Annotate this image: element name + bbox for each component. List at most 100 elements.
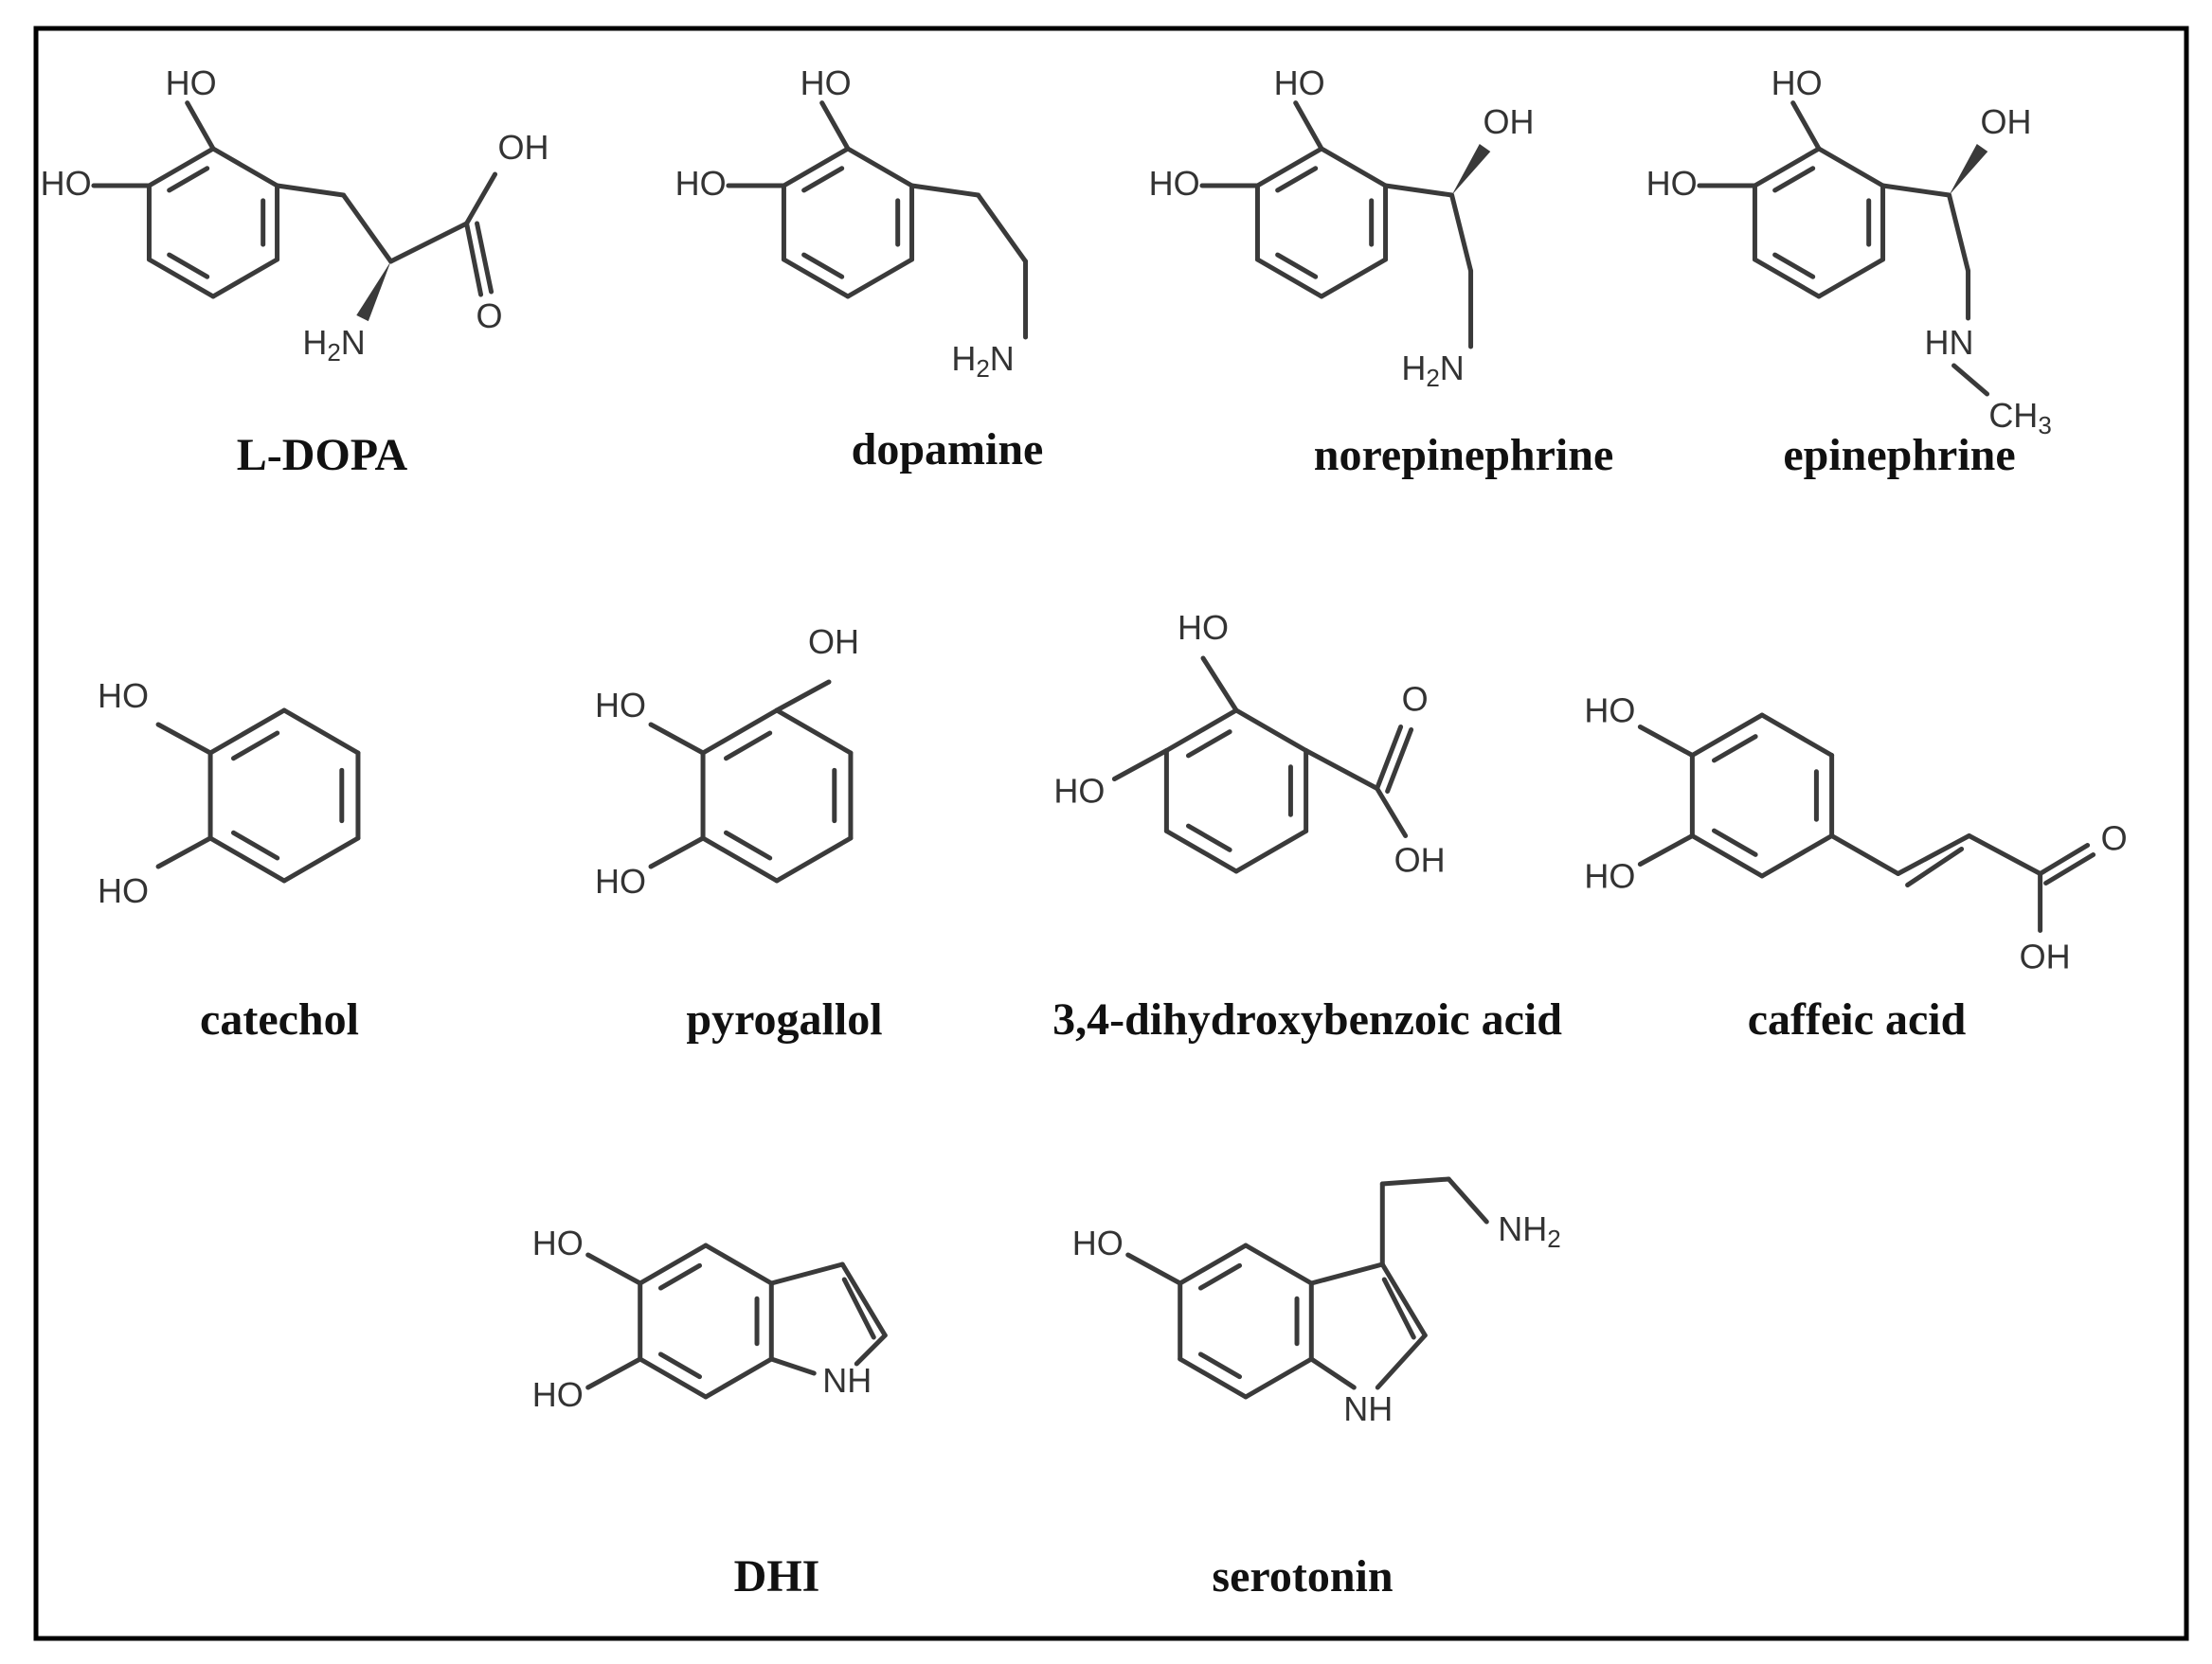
ring-bond	[638, 1356, 709, 1400]
hydroxyl-label: OH	[1484, 102, 1535, 141]
bond	[1379, 1261, 1428, 1338]
bond	[464, 221, 484, 297]
ring-bond	[207, 835, 287, 884]
ring-bond	[781, 257, 851, 299]
bond	[976, 192, 1029, 264]
wedge-bond	[1949, 143, 1988, 195]
bond	[768, 1261, 845, 1286]
caption-caffeic-acid: caffeic acid	[1748, 994, 1967, 1045]
caption-serotonin: serotonin	[1212, 1551, 1393, 1601]
bond	[839, 1261, 888, 1338]
oh-bond	[1293, 100, 1324, 152]
bond	[1951, 363, 1990, 397]
bond	[909, 183, 981, 198]
ring-bond	[703, 1356, 774, 1400]
ring-double-bond	[231, 730, 280, 761]
wedge-bond	[356, 261, 391, 322]
bond	[1111, 748, 1169, 781]
ring-bond	[207, 707, 287, 756]
ring-bond	[1243, 1356, 1314, 1400]
ring-double-bond	[724, 730, 773, 761]
caption-dhi: DHI	[734, 1551, 820, 1601]
caption-epinephrine: epinephrine	[1783, 430, 2015, 480]
bond	[1125, 1252, 1183, 1286]
ring-bond	[700, 707, 780, 756]
bond	[1308, 1261, 1385, 1286]
bond	[2038, 843, 2091, 876]
ring-bond	[845, 146, 915, 188]
bond	[1385, 727, 1414, 794]
bond	[1308, 1356, 1357, 1390]
ring-bond	[774, 835, 854, 884]
bond	[854, 1333, 888, 1367]
ring-bond	[1759, 833, 1835, 879]
ring-double-bond	[1197, 1262, 1243, 1291]
ring-bond	[1233, 829, 1309, 874]
ring-double-bond	[724, 830, 773, 861]
ring-double-bond	[167, 166, 210, 193]
ring-bond	[210, 146, 280, 188]
amine-label: H2N	[302, 323, 365, 367]
methylamine-label: HN	[1925, 323, 1974, 362]
hydroxyl-label: OH	[2020, 937, 2071, 975]
figure-frame	[33, 26, 2189, 1641]
hydroxyl-label: OH	[498, 128, 549, 167]
ring-double-bond	[1772, 166, 1816, 193]
amine-label: NH2	[1498, 1209, 1560, 1253]
oh-bond	[819, 100, 851, 152]
caption-dopamine: dopamine	[852, 424, 1044, 474]
hydroxyl-label: HO	[1584, 856, 1635, 895]
hydroxyl-label: HO	[98, 871, 149, 910]
bond	[1375, 1333, 1428, 1390]
oh-bond	[1790, 100, 1822, 152]
ring-bond	[146, 146, 216, 188]
hydroxyl-label: HO	[1274, 63, 1325, 101]
oxygen-label: O	[477, 296, 503, 335]
hydroxyl-label: OH	[808, 622, 859, 661]
bond	[585, 1356, 643, 1390]
bond	[585, 1252, 643, 1286]
ring-double-bond	[231, 830, 280, 861]
ring-double-bond	[1711, 734, 1758, 763]
bond-layer	[91, 100, 2096, 1400]
hydroxyl-label: HO	[595, 686, 646, 725]
ring-double-bond	[1711, 828, 1758, 857]
imine-label: NH	[822, 1361, 872, 1400]
ring-bond	[1163, 707, 1239, 753]
ring-double-bond	[1275, 252, 1319, 279]
bond	[1880, 183, 1952, 198]
oxygen-label: O	[1402, 679, 1429, 718]
ring-bond	[781, 146, 851, 188]
bond	[1200, 655, 1239, 713]
bond	[1449, 192, 1474, 274]
bond	[1304, 748, 1380, 791]
bond	[768, 1356, 817, 1376]
ring-double-bond	[1185, 823, 1232, 852]
ring-bond	[1319, 257, 1389, 299]
ring-double-bond	[1185, 729, 1232, 759]
hydroxyl-label: OH	[1394, 840, 1446, 879]
ring-bond	[845, 257, 915, 299]
ring-bond	[146, 257, 216, 299]
hydroxyl-label: HO	[1053, 771, 1105, 810]
bond	[1375, 725, 1404, 791]
ring-double-bond	[657, 1351, 703, 1380]
bond	[388, 221, 470, 264]
bond	[341, 192, 394, 264]
hydroxyl-label: HO	[1072, 1224, 1124, 1262]
caption-norepinephrine: norepinephrine	[1314, 430, 1614, 480]
ring-double-bond	[167, 252, 210, 279]
hydroxyl-label: HO	[98, 676, 149, 715]
bond	[464, 171, 498, 226]
ring-bond	[1254, 257, 1324, 299]
ring-bond	[1689, 833, 1765, 879]
ring-double-bond	[1772, 252, 1816, 279]
bond	[1637, 833, 1695, 867]
bond	[1446, 1176, 1489, 1225]
hydroxyl-label: HO	[595, 862, 646, 901]
hydroxyl-label: HO	[1771, 63, 1823, 101]
bond	[841, 1277, 876, 1340]
bond	[1829, 833, 1901, 876]
ring-bond	[1178, 1243, 1249, 1286]
bond	[475, 221, 495, 295]
